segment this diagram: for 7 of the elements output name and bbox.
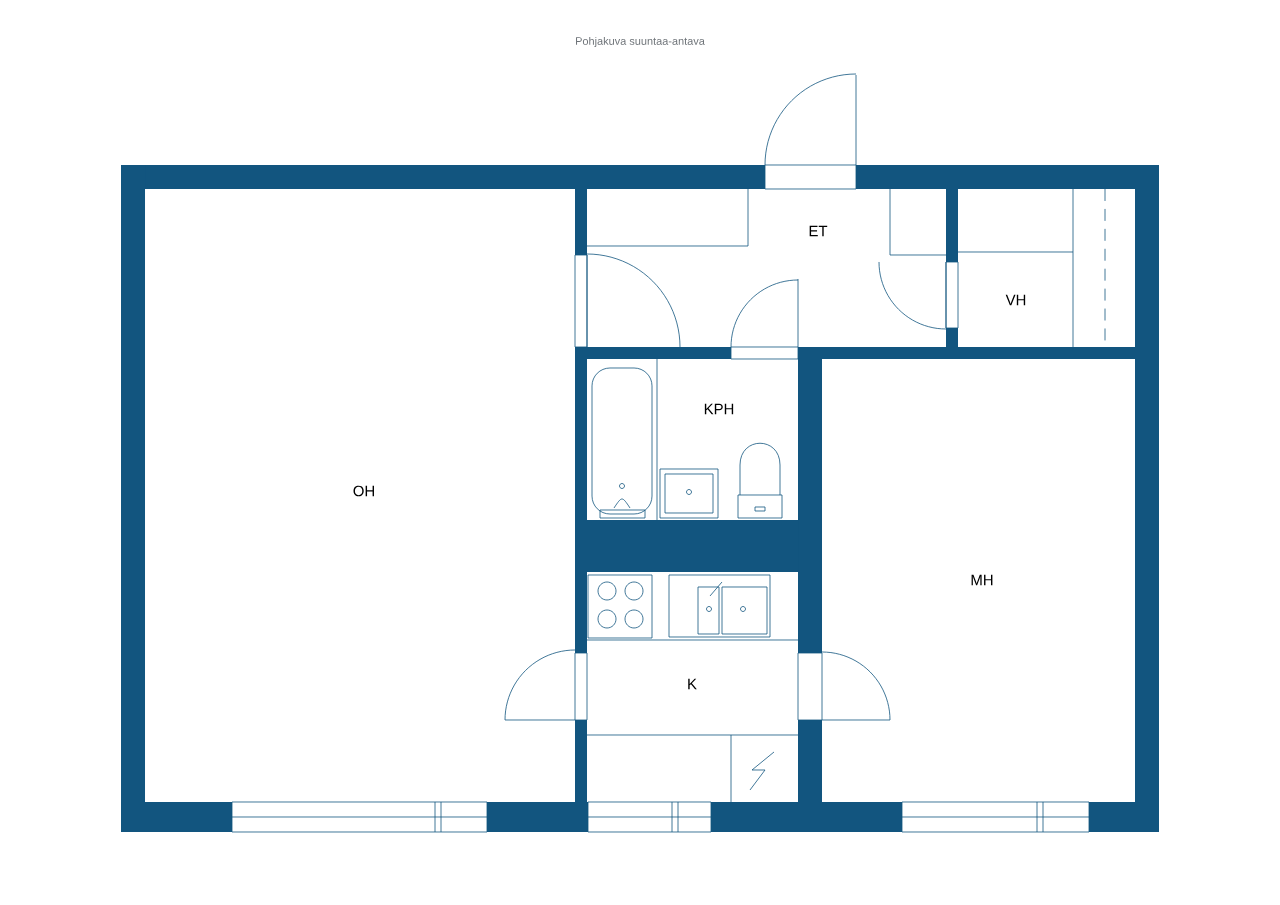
title: Pohjakuva suuntaa-antava — [576, 36, 705, 48]
room-label: OH — [353, 485, 374, 497]
room-label: K — [688, 678, 697, 690]
room-label: MH — [971, 574, 993, 586]
room-label: KPH — [704, 403, 734, 415]
room-label: VH — [1005, 294, 1026, 306]
room-label: ET — [809, 225, 828, 237]
